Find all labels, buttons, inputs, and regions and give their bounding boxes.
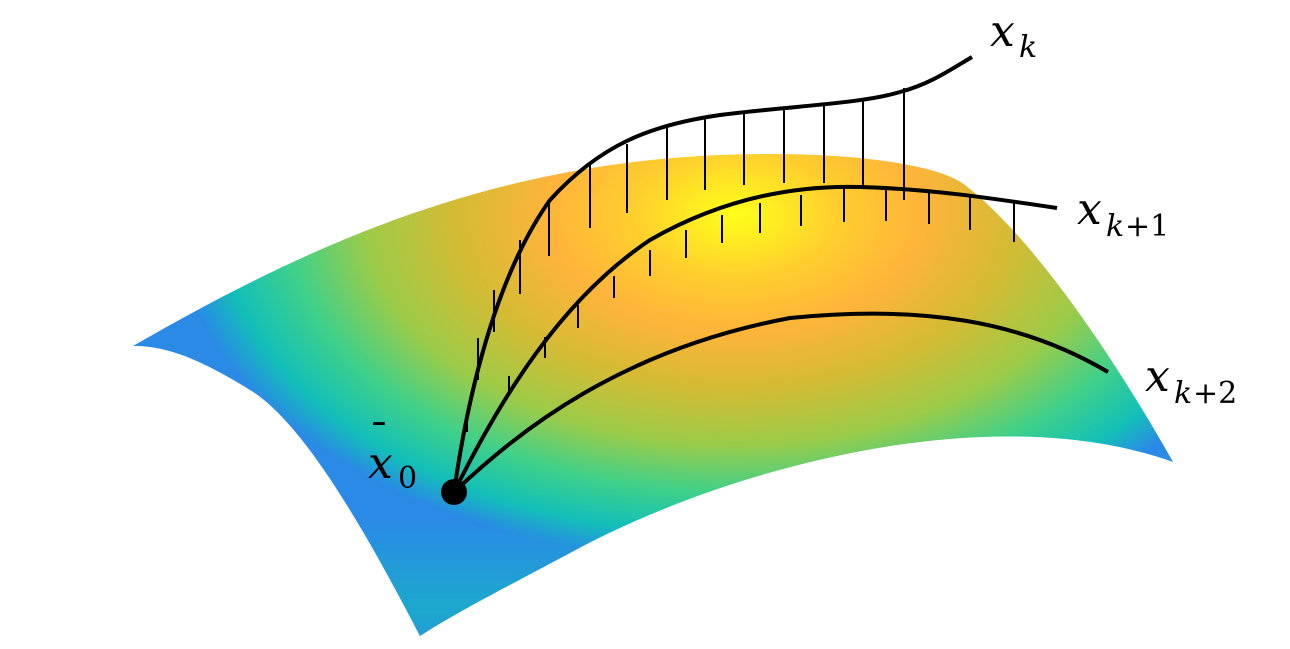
surface: [133, 154, 1173, 636]
label-x-k-base: x: [990, 6, 1015, 57]
start-point: [441, 479, 467, 505]
label-start-subscript: 0: [398, 461, 417, 496]
label-curve-x-k2: x k +2: [1145, 351, 1237, 411]
label-x-k-subscript: k: [1019, 30, 1037, 65]
label-start-point: x ¯ 0: [368, 416, 417, 496]
label-curve-x-k1: x k +1: [1077, 184, 1169, 244]
label-x-k2-base: x: [1145, 351, 1170, 402]
label-start-base: x: [368, 438, 393, 489]
label-x-k1-subscript-rest: +1: [1125, 209, 1169, 244]
label-start-bar: ¯: [369, 416, 389, 462]
label-curve-x-k: x k: [990, 6, 1037, 65]
curve-x-k2: [452, 311, 1110, 494]
curve-x-k1-ticks: [466, 188, 1015, 432]
label-x-k1-subscript-var: k: [1106, 209, 1124, 244]
curve-x-k1: [452, 184, 1058, 493]
label-x-k1-base: x: [1077, 184, 1102, 235]
curve-x-k1-group: [452, 184, 1058, 493]
label-x-k2-subscript-rest: +2: [1193, 376, 1237, 411]
label-x-k2-subscript-var: k: [1174, 376, 1192, 411]
curve-x-k-ticks: [477, 88, 905, 380]
curve-x-k-group: [452, 55, 974, 493]
surface-shade: [133, 154, 1173, 636]
